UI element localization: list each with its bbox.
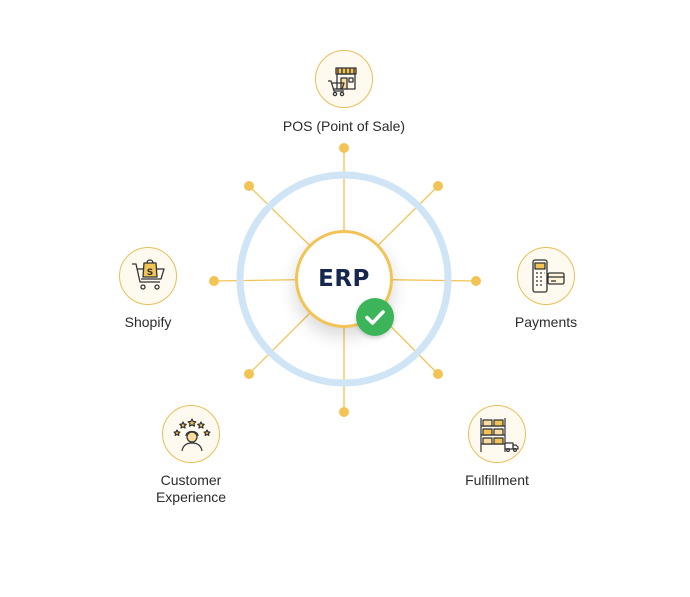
dot-left bbox=[209, 276, 219, 286]
payment-terminal-icon bbox=[517, 247, 575, 305]
node-label-payments: Payments bbox=[514, 314, 578, 330]
dot-bottom bbox=[339, 407, 349, 417]
node-label-customer-experience-text: Customer Experience bbox=[155, 472, 227, 505]
svg-text:S: S bbox=[147, 268, 153, 278]
shopify-cart-icon: S bbox=[119, 247, 177, 305]
dot-bottom-right bbox=[433, 369, 443, 379]
node-label-fulfillment: Fulfillment bbox=[465, 472, 529, 488]
outer-ring bbox=[236, 171, 452, 387]
checkmark-icon bbox=[356, 298, 394, 336]
node-label-customer-experience: Customer Experience bbox=[131, 472, 251, 506]
node-label-pos: POS (Point of Sale) bbox=[282, 118, 406, 134]
erp-label: ERP bbox=[318, 266, 370, 292]
spoke-dots bbox=[209, 143, 481, 417]
erp-center-node: ERP bbox=[295, 230, 393, 328]
warehouse-truck-icon bbox=[468, 405, 526, 463]
store-cart-icon bbox=[315, 50, 373, 108]
dot-bottom-left bbox=[244, 369, 254, 379]
dot-top-right bbox=[433, 181, 443, 191]
node-label-shopify: Shopify bbox=[124, 314, 172, 330]
dot-top-left bbox=[244, 181, 254, 191]
dot-right bbox=[471, 276, 481, 286]
customer-rating-icon bbox=[162, 405, 220, 463]
dot-top bbox=[339, 143, 349, 153]
